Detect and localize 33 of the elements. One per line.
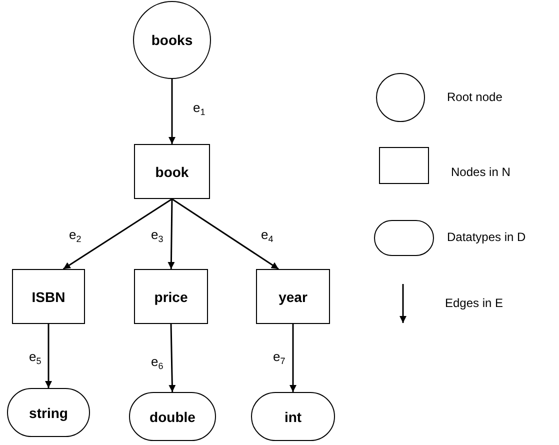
- node-label: int: [284, 408, 302, 424]
- edge-label: e$_{7}$: [273, 350, 286, 366]
- node-box: [134, 269, 208, 324]
- node-label: book: [155, 164, 189, 180]
- edge-label: e$_{1}$: [193, 101, 206, 117]
- arrow: [168, 198, 175, 270]
- node-box: [12, 269, 85, 324]
- node-box: [256, 269, 330, 324]
- datatype-pill: [129, 392, 216, 441]
- legend-label: Edges in E: [445, 297, 504, 309]
- node-label: books: [151, 32, 193, 48]
- arrow: [168, 324, 176, 392]
- node-label: ISBN: [32, 288, 66, 304]
- arrow: [168, 79, 176, 144]
- arrow: [45, 324, 52, 388]
- edge-label: e$_{2}$: [69, 228, 82, 244]
- node-box: [134, 144, 210, 199]
- node-label: double: [150, 408, 196, 424]
- legend-label: Datatypes in D: [447, 231, 526, 243]
- datatype-pill: [7, 388, 90, 437]
- datatype-pill: [251, 392, 335, 441]
- edge-label: e$_{4}$: [261, 228, 274, 244]
- node-label: year: [278, 288, 308, 304]
- node-label: price: [154, 288, 188, 304]
- legend-label: Root node: [447, 91, 502, 103]
- edge-label: e$_{3}$: [151, 228, 164, 244]
- arrow: [62, 198, 172, 270]
- edge-label: e$_{5}$: [29, 350, 42, 366]
- node-label: string: [29, 404, 68, 420]
- legend-label: Nodes in N: [451, 166, 510, 178]
- arrow: [172, 198, 279, 270]
- edge-label: e$_{6}$: [151, 355, 164, 371]
- arrow: [290, 324, 296, 392]
